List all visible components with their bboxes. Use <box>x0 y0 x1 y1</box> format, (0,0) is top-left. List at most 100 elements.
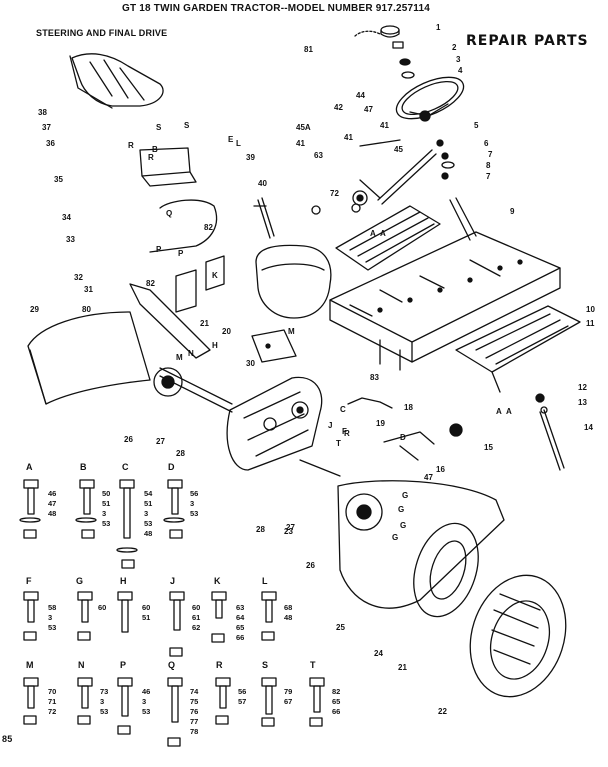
hardware-part-number: 62 <box>192 623 200 632</box>
diagram-main-title: GT 18 TWIN GARDEN TRACTOR--MODEL NUMBER … <box>122 3 431 14</box>
hardware-part-number: 48 <box>48 509 56 518</box>
hardware-row-3 <box>23 677 325 747</box>
callout-c34: 34 <box>62 213 71 222</box>
hardware-row-2 <box>23 591 277 657</box>
seat-spring-rod <box>253 197 275 239</box>
hardware-legend: A464748B5051353C545135348D56353F58353G60… <box>26 462 340 736</box>
hardware-part-number: 50 <box>102 489 110 498</box>
callout-lG1: G <box>402 491 408 500</box>
hardware-part-number: 51 <box>102 499 110 508</box>
hardware-part-number: 72 <box>48 707 56 716</box>
callout-c36: 36 <box>46 139 55 148</box>
tractor-frame-part <box>329 197 561 371</box>
callout-lA2: A <box>380 229 386 238</box>
hardware-letter: G <box>76 576 83 586</box>
hardware-row-1 <box>19 479 185 569</box>
steering-cap-stack <box>354 25 415 79</box>
callout-lG4: G <box>392 533 398 542</box>
hardware-part-number: 73 <box>100 687 108 696</box>
callout-c26a: 26 <box>124 435 133 444</box>
callout-lC: C <box>340 405 346 414</box>
callout-lG3: G <box>400 521 406 530</box>
foot-plate-right <box>455 305 581 393</box>
callout-c1: 1 <box>436 23 441 32</box>
callout-lM2: M <box>288 327 295 336</box>
callout-c44: 44 <box>356 91 365 100</box>
callout-c41b: 41 <box>344 133 353 142</box>
callout-c38: 38 <box>38 108 47 117</box>
page-number: 85 <box>2 734 13 744</box>
hardware-part-number: 63 <box>236 603 244 612</box>
hardware-part-number: 68 <box>284 603 292 612</box>
hardware-letter: F <box>26 576 32 586</box>
hardware-part-number: 60 <box>98 603 106 612</box>
callout-c27b: 27 <box>286 523 295 532</box>
hardware-item-g: G 60 <box>76 576 106 612</box>
hardware-part-number: 46 <box>142 687 150 696</box>
callout-c41c: 41 <box>380 121 389 130</box>
callout-lM1: M <box>176 353 183 362</box>
callout-c9: 9 <box>510 207 515 216</box>
callout-c8: 8 <box>486 161 491 170</box>
callout-lS1: S <box>156 123 162 132</box>
callout-c21a: 21 <box>200 319 209 328</box>
fender-part <box>27 311 151 405</box>
hardware-letter: H <box>120 576 127 586</box>
hardware-part-number: 3 <box>144 509 148 518</box>
hardware-part-number: 58 <box>48 603 56 612</box>
callout-c45: 45 <box>394 145 403 154</box>
rear-wheel-rim <box>413 522 479 618</box>
callout-c15: 15 <box>484 443 493 452</box>
hardware-part-number: 53 <box>48 623 56 632</box>
seat-cushion-part <box>255 244 332 319</box>
callout-c31: 31 <box>84 285 93 294</box>
hardware-part-number: 3 <box>190 499 194 508</box>
hardware-part-number: 67 <box>284 697 292 706</box>
callout-c40: 40 <box>258 179 267 188</box>
hardware-part-number: 53 <box>142 707 150 716</box>
callout-lK: K <box>212 271 218 280</box>
callout-c28b: 28 <box>256 525 265 534</box>
steering-shaft-part <box>352 149 437 206</box>
callout-c41a: 41 <box>296 139 305 148</box>
hardware-part-number: 79 <box>284 687 292 696</box>
diagram-section-title: STEERING AND FINAL DRIVE <box>36 28 168 38</box>
transaxle-part <box>159 367 341 477</box>
callout-c29: 29 <box>30 305 39 314</box>
callout-c81: 81 <box>304 45 313 54</box>
callout-c82b: 82 <box>204 223 213 232</box>
hardware-part-number: 46 <box>48 489 56 498</box>
callout-c47b: 47 <box>424 473 433 482</box>
callout-lR3: R <box>344 429 350 438</box>
hardware-part-number: 53 <box>190 509 198 518</box>
hardware-part-number: 56 <box>238 687 246 696</box>
callout-c7b: 7 <box>486 172 491 181</box>
callout-c23: 23 <box>284 527 293 536</box>
callout-c7a: 7 <box>488 150 493 159</box>
callout-c3: 3 <box>456 55 461 64</box>
hardware-letter: M <box>26 660 34 670</box>
mounting-plate <box>251 329 297 363</box>
hardware-letter: D <box>168 462 175 472</box>
callout-lA4: A <box>506 407 512 416</box>
callout-c32: 32 <box>74 273 83 282</box>
callout-c22: 22 <box>438 707 447 716</box>
callout-c63: 63 <box>314 151 323 160</box>
rear-tire <box>469 574 567 698</box>
callout-c82a: 82 <box>146 279 155 288</box>
callout-c10: 10 <box>586 305 595 314</box>
callout-lB: B <box>152 145 158 154</box>
callout-lA1: A <box>370 229 376 238</box>
callout-c26b: 26 <box>306 561 315 570</box>
hardware-letter: C <box>122 462 129 472</box>
